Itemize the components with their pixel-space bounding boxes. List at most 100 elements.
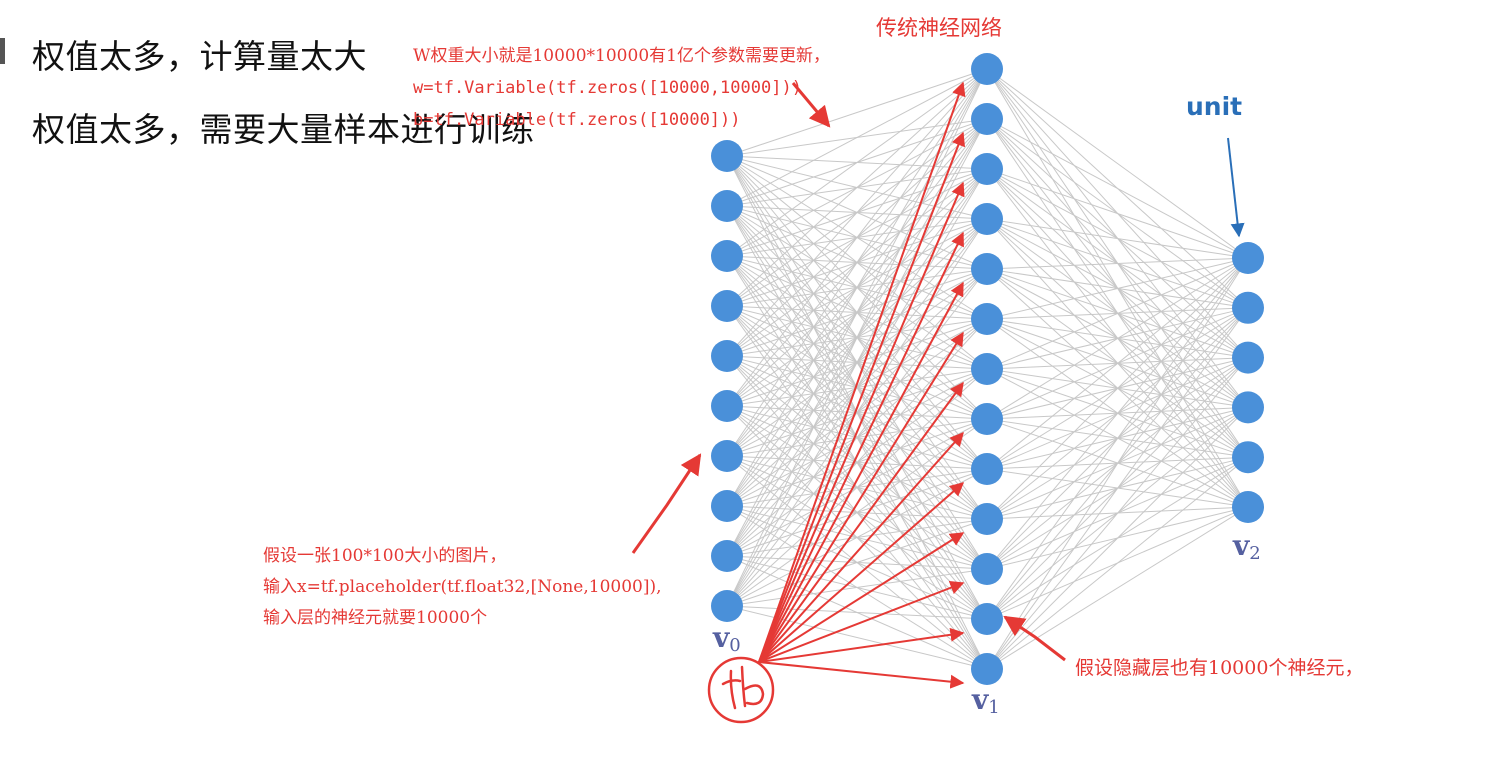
input-neuron-8	[711, 540, 743, 572]
edge-hidden-4-to-output-0	[986, 257, 1249, 270]
input-neuron-3	[711, 290, 743, 322]
weights-note-line-2: w=tf.Variable(tf.zeros([10000,10000]))	[413, 78, 802, 98]
input-neuron-2	[711, 240, 743, 272]
bias-arrow-8	[758, 482, 965, 663]
edge-hidden-2-to-output-0	[986, 168, 1249, 259]
edge-hidden-0-to-output-0	[986, 68, 1249, 259]
output-layer-label-base: v	[1233, 529, 1250, 562]
network-nodes	[711, 53, 1264, 685]
edge-input-9-to-hidden-9	[726, 518, 988, 607]
output-layer-label: v2	[1233, 532, 1261, 563]
input-layer-label-base: v	[713, 621, 730, 654]
hidden-layer-note: 假设隐藏层也有10000个神经元，	[1075, 657, 1364, 679]
edge-input-8-to-hidden-0	[726, 68, 988, 557]
hidden-neuron-0	[971, 53, 1003, 85]
edge-input-9-to-hidden-1	[726, 118, 988, 607]
edge-input-9-to-hidden-0	[726, 68, 988, 607]
hidden-layer-label-sub: 1	[988, 697, 1000, 718]
hidden-neuron-8	[971, 453, 1003, 485]
hidden-neuron-6	[971, 353, 1003, 385]
output-neuron-3	[1232, 391, 1264, 424]
hidden-neuron-2	[971, 153, 1003, 185]
bias-arrow-1	[758, 131, 965, 663]
hidden-neuron-9	[971, 503, 1003, 535]
edge-hidden-12-to-output-0	[986, 257, 1249, 670]
output-layer-label-sub: 2	[1249, 543, 1261, 564]
weights-note-arrow	[791, 82, 831, 128]
edge-hidden-7-to-output-0	[986, 257, 1249, 420]
edge-input-9-to-hidden-10	[726, 568, 988, 607]
edge-hidden-9-to-output-0	[986, 257, 1249, 520]
bias-arrows	[758, 81, 966, 689]
edge-input-6-to-hidden-0	[726, 68, 988, 457]
heading-samples: 权值太多，需要大量样本进行训练	[32, 110, 535, 149]
bias-arrow-2	[758, 181, 965, 663]
input-layer-label: v0	[713, 624, 741, 655]
unit-label: unit	[1186, 92, 1243, 121]
output-neuron-5	[1232, 491, 1264, 523]
input-note-line-3: 输入层的神经元就要10000个	[263, 608, 488, 628]
input-neuron-4	[711, 340, 743, 372]
network-title-note: 传统神经网络	[876, 16, 1002, 40]
edge-hidden-12-to-output-3	[986, 407, 1249, 670]
bias-arrow-4	[758, 281, 964, 663]
edge-hidden-6-to-output-0	[986, 257, 1249, 370]
heading-computation: 权值太多，计算量太大	[32, 37, 367, 76]
edge-input-9-to-hidden-12	[726, 605, 988, 670]
hidden-layer-label-base: v	[972, 683, 989, 716]
input-note-line-2: 输入x=tf.placeholder(tf.float32,[None,1000…	[263, 577, 662, 597]
bias-arrow-12	[758, 661, 965, 689]
hidden-neuron-11	[971, 603, 1003, 635]
edge-input-9-to-hidden-4	[726, 268, 988, 607]
bias-arrow-3	[758, 231, 964, 663]
edge-input-9-to-hidden-8	[726, 468, 988, 607]
hidden-note-arrow	[1003, 615, 1066, 662]
hidden-neuron-10	[971, 553, 1003, 585]
edge-input-9-to-hidden-3	[726, 218, 988, 607]
left-edge-marker	[0, 38, 5, 64]
edge-hidden-1-to-output-0	[986, 118, 1249, 259]
input-neuron-5	[711, 390, 743, 422]
edge-input-2-to-hidden-0	[726, 68, 988, 257]
input-neuron-0	[711, 140, 743, 172]
hidden-neuron-5	[971, 303, 1003, 335]
bias-arrow-5	[758, 331, 964, 663]
output-neuron-1	[1232, 291, 1264, 324]
edge-input-9-to-hidden-2	[726, 168, 988, 607]
edge-hidden-12-to-output-5	[986, 506, 1249, 670]
hidden-layer-label: v1	[972, 686, 1000, 717]
output-neuron-4	[1232, 441, 1264, 474]
input-neuron-6	[711, 440, 743, 472]
hidden-neuron-1	[971, 103, 1003, 135]
edge-hidden-8-to-output-0	[986, 257, 1249, 470]
weights-note-line-3: b=tf.Variable(tf.zeros([10000]))	[413, 110, 741, 130]
edge-hidden-12-to-output-1	[986, 307, 1249, 670]
hidden-neuron-12	[971, 653, 1003, 685]
bias-arrow-9	[758, 532, 965, 663]
edge-hidden-5-to-output-0	[986, 257, 1249, 320]
weights-note: W权重大小就是10000*10000有1亿个参数需要更新， w=tf.Varia…	[413, 40, 830, 136]
network-edges	[726, 68, 1249, 670]
unit-arrow	[1227, 137, 1245, 238]
hidden-neuron-4	[971, 253, 1003, 285]
bias-arrow-11	[758, 627, 965, 663]
hidden-neuron-7	[971, 403, 1003, 435]
edge-hidden-10-to-output-0	[986, 257, 1249, 570]
bias-arrow-6	[758, 381, 964, 663]
edge-input-0-to-hidden-0	[726, 68, 988, 157]
edge-input-4-to-hidden-0	[726, 68, 988, 357]
output-neuron-2	[1232, 341, 1264, 374]
input-note-line-1: 假设一张100*100大小的图片，	[263, 546, 507, 566]
hidden-neuron-3	[971, 203, 1003, 235]
edge-hidden-3-to-output-0	[986, 218, 1249, 259]
annotation-arrows	[631, 82, 1245, 662]
input-note-arrow	[631, 453, 702, 554]
input-neuron-9	[711, 590, 743, 622]
input-note: 假设一张100*100大小的图片， 输入x=tf.placeholder(tf.…	[263, 541, 662, 634]
input-layer-label-sub: 0	[729, 635, 741, 656]
edge-input-1-to-hidden-0	[726, 68, 988, 207]
edge-input-3-to-hidden-0	[726, 68, 988, 307]
edge-hidden-12-to-output-2	[986, 357, 1249, 670]
edge-input-9-to-hidden-5	[726, 318, 988, 607]
